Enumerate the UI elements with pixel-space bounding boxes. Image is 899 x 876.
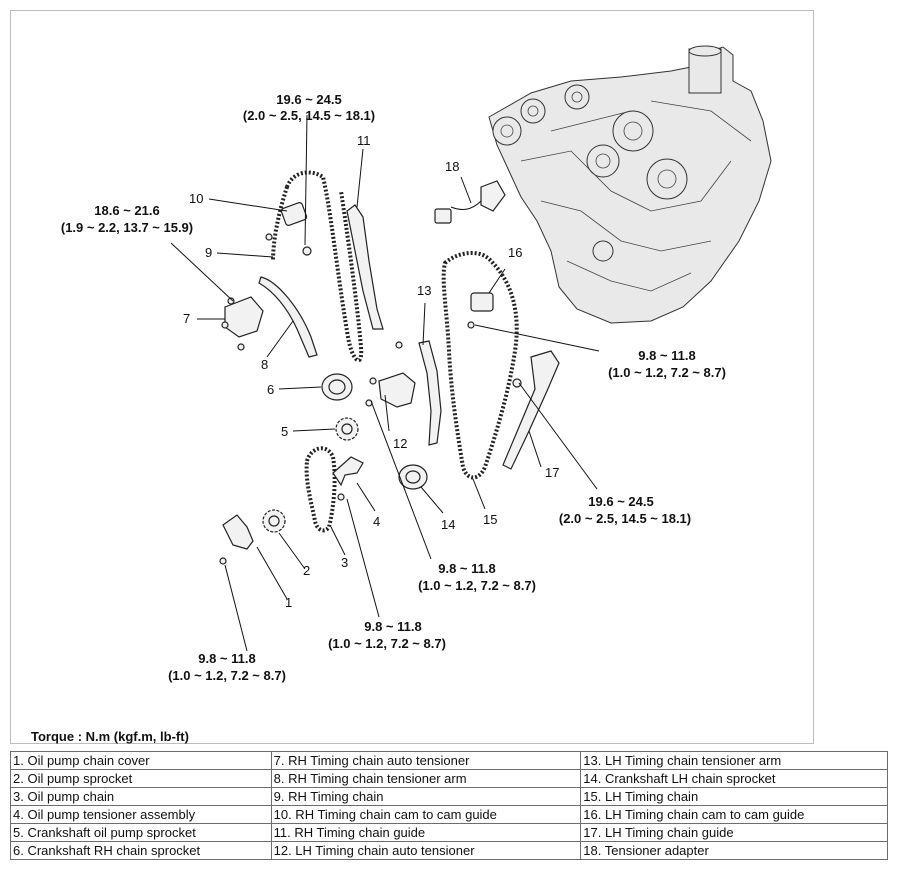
torque-oil-tensioner-alt: (1.0 ~ 1.2, 7.2 ~ 8.7) bbox=[328, 636, 446, 651]
engine-illustration bbox=[488, 45, 772, 324]
table-row: 3. Oil pump chain 9. RH Timing chain 15.… bbox=[10, 787, 888, 806]
table-row: 4. Oil pump tensioner assembly 10. RH Ti… bbox=[10, 805, 888, 824]
callout-10: 10 bbox=[189, 191, 203, 206]
callout-5: 5 bbox=[281, 424, 288, 439]
callout-1: 1 bbox=[285, 595, 292, 610]
callout-7: 7 bbox=[183, 311, 190, 326]
torque-rh-cam-value: 19.6 ~ 24.5 bbox=[276, 92, 341, 107]
table-row: 5. Crankshaft oil pump sprocket 11. RH T… bbox=[10, 823, 888, 842]
part-callouts: 11 10 9 7 8 6 5 12 18 16 13 17 14 15 4 3… bbox=[183, 133, 559, 610]
legend-cell: 6. Crankshaft RH chain sprocket bbox=[10, 841, 272, 860]
legend-cell: 1. Oil pump chain cover bbox=[10, 751, 272, 770]
legend-cell: 5. Crankshaft oil pump sprocket bbox=[10, 823, 272, 842]
legend-cell: 11. RH Timing chain guide bbox=[270, 823, 582, 842]
torque-rh-cam-alt: (2.0 ~ 2.5, 14.5 ~ 18.1) bbox=[243, 108, 375, 123]
legend-cell: 13. LH Timing chain tensioner arm bbox=[580, 751, 888, 770]
parts-legend-table: 1. Oil pump chain cover 7. RH Timing cha… bbox=[10, 751, 888, 860]
legend-cell: 7. RH Timing chain auto tensioner bbox=[270, 751, 582, 770]
legend-cell: 12. LH Timing chain auto tensioner bbox=[270, 841, 582, 860]
callout-13: 13 bbox=[417, 283, 431, 298]
legend-cell: 4. Oil pump tensioner assembly bbox=[10, 805, 272, 824]
torque-lh-guide-alt: (1.0 ~ 1.2, 7.2 ~ 8.7) bbox=[608, 365, 726, 380]
legend-cell: 16. LH Timing chain cam to cam guide bbox=[580, 805, 888, 824]
torque-specs: 19.6 ~ 24.5 (2.0 ~ 2.5, 14.5 ~ 18.1) 18.… bbox=[61, 92, 726, 683]
legend-cell: 2. Oil pump sprocket bbox=[10, 769, 272, 788]
torque-lh-arm-value: 19.6 ~ 24.5 bbox=[588, 494, 653, 509]
legend-cell: 3. Oil pump chain bbox=[10, 787, 272, 806]
callout-18: 18 bbox=[445, 159, 459, 174]
torque-oil-tensioner-value: 9.8 ~ 11.8 bbox=[364, 619, 421, 634]
callout-2: 2 bbox=[303, 563, 310, 578]
callout-3: 3 bbox=[341, 555, 348, 570]
torque-rh-tensioner-alt: (1.9 ~ 2.2, 13.7 ~ 15.9) bbox=[61, 220, 193, 235]
torque-lh-tensioner-alt: (1.0 ~ 1.2, 7.2 ~ 8.7) bbox=[418, 578, 536, 593]
table-row: 2. Oil pump sprocket 8. RH Timing chain … bbox=[10, 769, 888, 788]
legend-cell: 9. RH Timing chain bbox=[270, 787, 582, 806]
torque-oil-cover-alt: (1.0 ~ 1.2, 7.2 ~ 8.7) bbox=[168, 668, 286, 683]
legend-cell: 18. Tensioner adapter bbox=[580, 841, 888, 860]
table-row: 1. Oil pump chain cover 7. RH Timing cha… bbox=[10, 751, 888, 770]
callout-15: 15 bbox=[483, 512, 497, 527]
exploded-diagram: 11 10 9 7 8 6 5 12 18 16 13 17 14 15 4 3… bbox=[10, 10, 814, 744]
torque-lh-guide-value: 9.8 ~ 11.8 bbox=[638, 348, 695, 363]
leader-lines bbox=[170, 114, 600, 652]
diagram-canvas: 11 10 9 7 8 6 5 12 18 16 13 17 14 15 4 3… bbox=[61, 45, 772, 683]
callout-12: 12 bbox=[393, 436, 407, 451]
legend-cell: 14. Crankshaft LH chain sprocket bbox=[580, 769, 888, 788]
torque-oil-cover-value: 9.8 ~ 11.8 bbox=[198, 651, 255, 666]
torque-unit-note: Torque : N.m (kgf.m, lb-ft) bbox=[31, 729, 189, 744]
torque-lh-tensioner-value: 9.8 ~ 11.8 bbox=[438, 561, 495, 576]
legend-cell: 17. LH Timing chain guide bbox=[580, 823, 888, 842]
legend-cell: 10. RH Timing chain cam to cam guide bbox=[270, 805, 582, 824]
callout-4: 4 bbox=[373, 514, 380, 529]
torque-rh-tensioner-value: 18.6 ~ 21.6 bbox=[94, 203, 159, 218]
callout-11: 11 bbox=[357, 133, 371, 148]
legend-cell: 8. RH Timing chain tensioner arm bbox=[270, 769, 582, 788]
callout-17: 17 bbox=[545, 465, 559, 480]
torque-lh-arm-alt: (2.0 ~ 2.5, 14.5 ~ 18.1) bbox=[559, 511, 691, 526]
callout-16: 16 bbox=[508, 245, 522, 260]
callout-14: 14 bbox=[441, 517, 455, 532]
callout-9: 9 bbox=[205, 245, 212, 260]
callout-8: 8 bbox=[261, 357, 268, 372]
legend-cell: 15. LH Timing chain bbox=[580, 787, 888, 806]
table-row: 6. Crankshaft RH chain sprocket 12. LH T… bbox=[10, 841, 888, 860]
callout-6: 6 bbox=[267, 382, 274, 397]
